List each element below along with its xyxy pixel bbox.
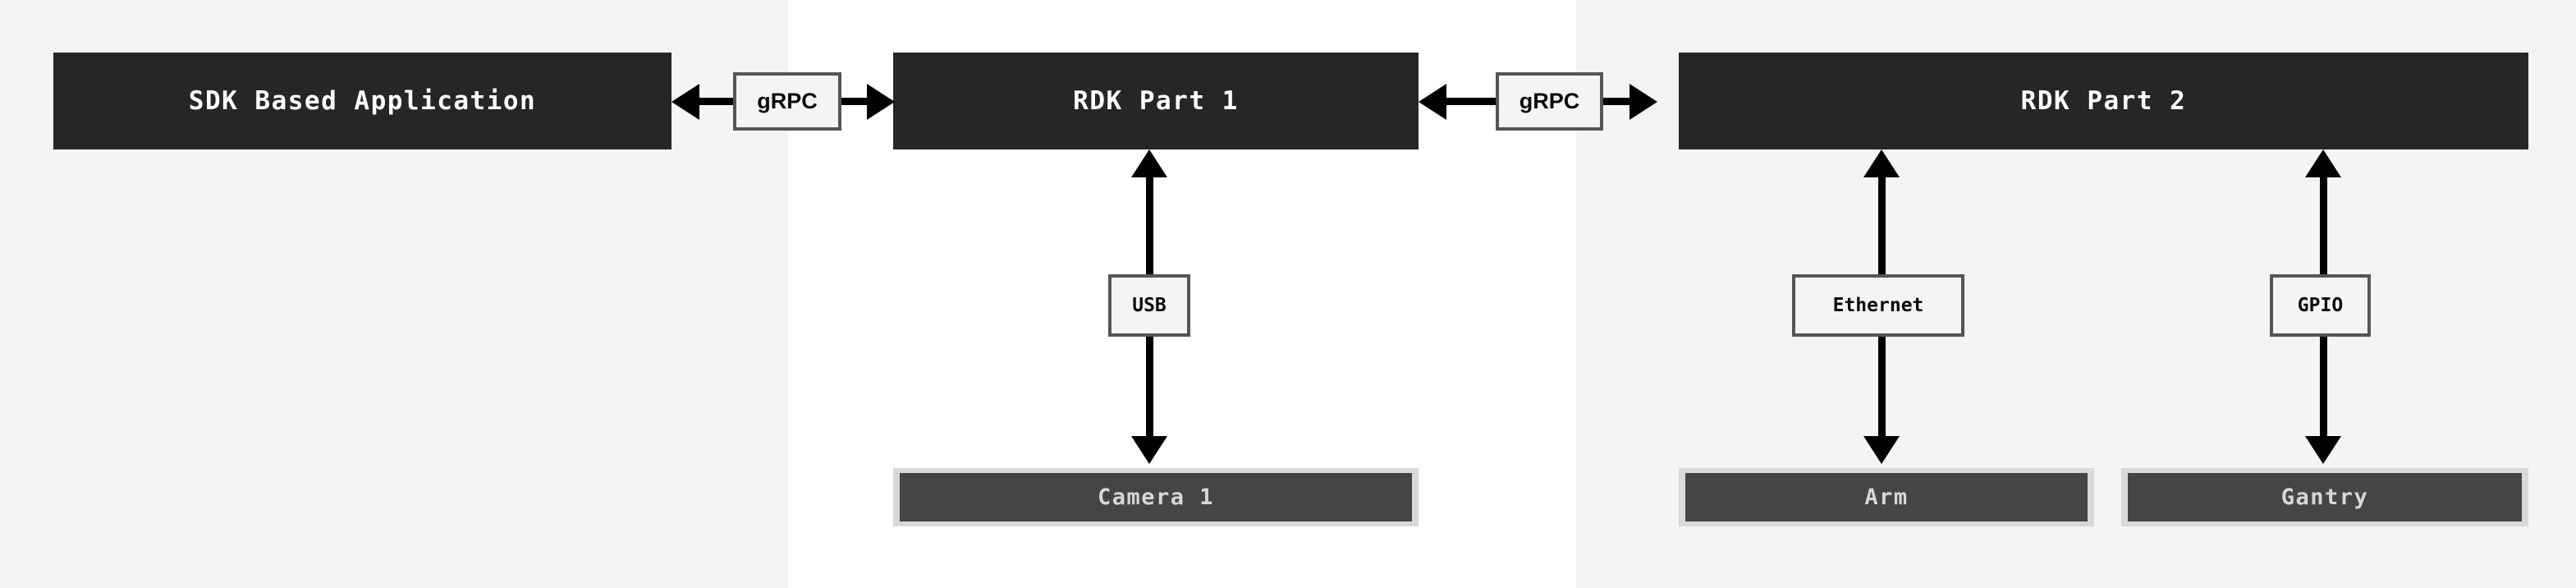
line-grpc-left-east [839, 98, 875, 105]
device-gantry[interactable]: Gantry [2121, 468, 2528, 526]
block-rdk-part-2[interactable]: RDK Part 2 [1679, 53, 2528, 149]
device-arm-label: Arm [1685, 473, 2088, 521]
line-grpc-right-west [1445, 98, 1499, 105]
device-gantry-label: Gantry [2128, 473, 2522, 521]
connector-label-grpc-left[interactable]: gRPC [733, 72, 841, 131]
arrow-grpc-right-to-rdk1 [1419, 84, 1446, 120]
line-grpc-left-west [698, 98, 737, 105]
arrow-ethernet-to-arm [1863, 436, 1900, 464]
line-grpc-right-east [1601, 98, 1638, 105]
arrow-grpc-right-to-rdk2 [1629, 84, 1657, 120]
connector-label-usb[interactable]: USB [1108, 274, 1190, 337]
connector-label-grpc-right[interactable]: gRPC [1496, 72, 1603, 131]
arrow-ethernet-to-rdk2 [1863, 149, 1900, 177]
device-arm[interactable]: Arm [1679, 468, 2094, 526]
arrow-usb-to-rdk1 [1131, 149, 1167, 177]
line-gpio-upper [2320, 176, 2327, 278]
line-gpio-lower [2320, 334, 2327, 438]
arrow-usb-to-camera [1131, 436, 1167, 464]
block-sdk-based-application[interactable]: SDK Based Application [53, 53, 672, 149]
line-ethernet-lower [1878, 334, 1886, 438]
device-camera-1-label: Camera 1 [900, 473, 1412, 521]
arrow-gpio-to-gantry [2305, 436, 2341, 464]
device-camera-1[interactable]: Camera 1 [893, 468, 1419, 526]
arrow-grpc-left-to-rdk1 [867, 84, 895, 120]
line-usb-upper [1146, 176, 1153, 278]
arrow-gpio-to-rdk2 [2305, 149, 2341, 177]
line-ethernet-upper [1878, 176, 1886, 278]
arrow-grpc-left-to-sdk [672, 84, 699, 120]
connector-label-ethernet[interactable]: Ethernet [1792, 274, 1964, 337]
line-usb-lower [1146, 334, 1153, 438]
block-rdk-part-1[interactable]: RDK Part 1 [893, 53, 1419, 149]
connector-label-gpio[interactable]: GPIO [2270, 274, 2371, 337]
